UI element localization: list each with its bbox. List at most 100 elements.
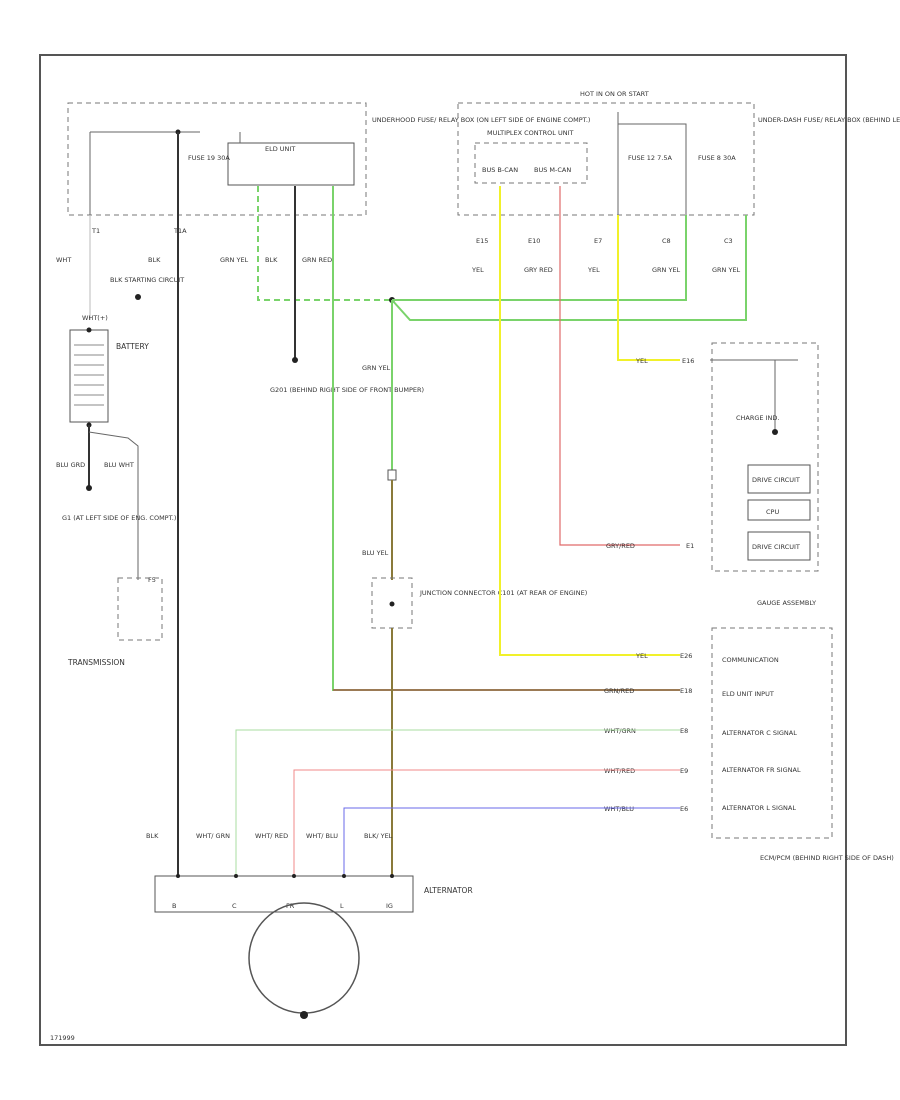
terminal-f5: F5 [148,576,156,584]
terminal-e6: E6 [680,805,688,813]
alt-term-l: L [340,902,344,910]
alt-fr-signal-label: ALTERNATOR FR SIGNAL [722,766,801,774]
wire-label-blu-wht: BLU WHT [104,461,134,469]
yel-e15-wire [499,186,680,656]
wire-label-yel-e16: YEL [635,357,648,365]
wire-label-blk: BLK [148,256,161,264]
cpu-label: CPU [766,508,779,516]
wire-label-yel-1: YEL [471,266,484,274]
alt-pin-c [234,874,238,878]
terminal-e8: E8 [680,727,688,735]
underhood-fuse-box-left [67,102,367,216]
alternator-body [248,902,360,1014]
alt-pin-ig [390,874,394,878]
grn-red-eld-wire [332,186,680,691]
eld-unit-box [227,142,355,186]
fuse-8-label: FUSE 8 30A [698,154,736,162]
wire-label-wht-blu-e6: WHT/BLU [604,805,634,813]
eld-input-label: ELD UNIT INPUT [722,690,774,698]
wire-label-wht-blu-alt: WHT/ BLU [306,832,338,840]
terminal-e18: E18 [680,687,692,695]
alternator-ground-dot [300,1011,308,1019]
communication-label: COMMUNICATION [722,656,779,664]
wire-label-wht: WHT [56,256,71,264]
terminal-e16: E16 [682,357,694,365]
wire-label-wht-grn-e8: WHT/GRN [604,727,636,735]
junction-splice [389,601,395,607]
terminal-e26: E26 [680,652,692,660]
bus-m-label: BUS M-CAN [534,166,571,174]
wire-label-blk-yel-alt: BLK/ YEL [364,832,393,840]
alt-l-signal-label: ALTERNATOR L SIGNAL [722,804,796,812]
grn-yel-bus-c8 [392,215,687,301]
underdash-fuse-box [457,102,755,216]
starting-circuit-dot [135,294,141,300]
terminal-e10: E10 [528,237,540,245]
wht-blu-signal-wire [343,807,680,875]
fuse-12-label: FUSE 12 7.5A [628,154,672,162]
battery-to-trans-wire [88,431,139,580]
cpu-box [747,499,811,521]
battery-label: BATTERY [116,342,149,351]
terminal-e9: E9 [680,767,688,775]
drive-circuit-label-2: DRIVE CIRCUIT [752,543,800,551]
fuse-19-label: FUSE 19 30A [188,154,230,162]
grn-yel-eld-wire [257,186,392,301]
wire-label-grn-yel-3: GRN YEL [712,266,741,274]
underdash-fuse-label: UNDER-DASH FUSE/ RELAY BOX (BEHIND LEFT … [758,116,900,124]
yel-e7-wire [617,215,680,361]
battery-cells [74,344,104,406]
junction-label: JUNCTION CONNECTOR C101 (AT REAR OF ENGI… [419,589,587,597]
transmission-box [117,577,163,641]
hot-in-on-label: HOT IN ON OR START [580,90,649,98]
wire-label-wht-red-alt: WHT/ RED [255,832,288,840]
diagram-id: 171999 [50,1034,75,1042]
drive-circuit-box-2 [747,531,811,561]
wire-label-blu-yel: BLU YEL [362,549,389,557]
alt-term-b: B [172,902,176,910]
wire-label-grn-yel-2: GRN YEL [652,266,681,274]
wire-label-gry-red: GRY RED [524,266,553,274]
charge-ind-label: CHARGE IND. [736,414,779,422]
alt-term-c: C [232,902,237,910]
g201-label: G201 (BEHIND RIGHT SIDE OF FRONT BUMPER) [270,386,424,394]
wire-label-yel-e26: YEL [635,652,648,660]
g1-label: G1 (AT LEFT SIDE OF ENG. COMPT.) [62,514,176,522]
wire-label-grn-red-e18: GRN/RED [604,687,634,695]
alt-pin-l [342,874,346,878]
gauge-assembly-box [711,342,819,572]
terminal-t1: T1 [91,227,100,235]
wire-label-wht-red-e9: WHT/RED [604,767,635,775]
wht-grn-signal-wire [235,729,680,875]
wire-label-blk-2: BLK [265,256,278,264]
starting-circuit-label: BLK STARTING CIRCUIT [110,276,184,284]
alt-term-ig: IG [386,902,393,910]
alt-c-signal-label: ALTERNATOR C SIGNAL [722,729,797,737]
alt-term-fr: FR [286,902,295,910]
alt-pin-b [176,874,180,878]
terminal-c3: C3 [724,237,733,245]
wire-label-grn-yel-1: GRN YEL [220,256,249,264]
terminal-e15: E15 [476,237,488,245]
eld-unit-label: ELD UNIT [265,145,295,153]
diagram-frame [39,54,847,1046]
terminal-c8: C8 [662,237,671,245]
wire-label-grn-red: GRN RED [302,256,332,264]
battery-body [69,329,109,423]
wire-label-blu-grd: BLU GRD [56,461,85,469]
wht-red-signal-wire [293,769,680,875]
g201-ground-dot [292,357,298,363]
wire-label-grn-yel-4: GRN YEL [362,364,391,372]
gry-red-e10-wire [559,186,680,546]
underhood-fuse-label: UNDERHOOD FUSE/ RELAY BOX (ON LEFT SIDE … [372,116,590,124]
drive-circuit-label-1: DRIVE CIRCUIT [752,476,800,484]
charge-ind-dot [772,429,778,435]
terminal-e1: E1 [686,542,694,550]
transmission-label: TRANSMISSION [67,658,125,667]
battery-pos-terminal [86,327,92,333]
fuse-8-feed-wire [618,123,687,215]
drive-circuit-box-1 [747,464,811,494]
alternator-label: ALTERNATOR [424,886,473,895]
connector-c101-top [387,469,397,481]
multiplex-unit-box [474,142,588,184]
